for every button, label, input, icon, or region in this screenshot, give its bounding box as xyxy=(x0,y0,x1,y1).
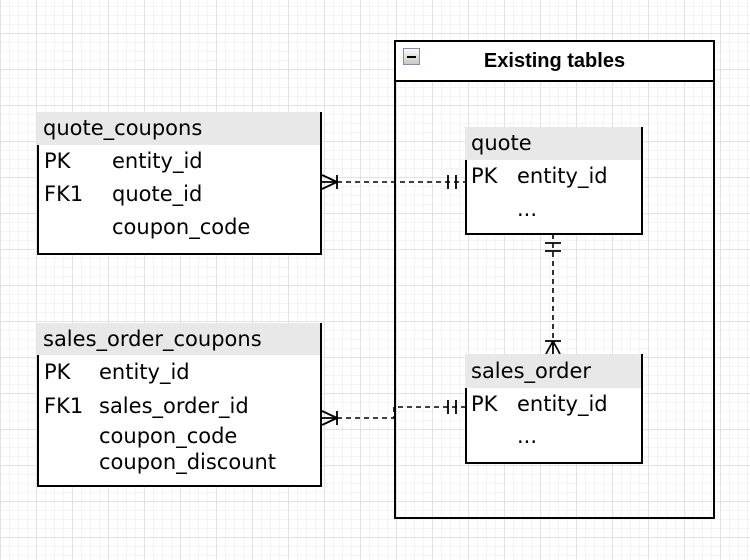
table-row: ... xyxy=(467,421,641,451)
row-key: PK xyxy=(471,392,498,416)
table-body: PK entity_id FK1 sales_order_id coupon_c… xyxy=(37,355,320,485)
table-row: FK1 quote_id xyxy=(39,178,320,211)
row-field: entity_id xyxy=(99,359,190,384)
crows-foot-many-marker xyxy=(545,340,561,355)
exactly-one-tick-marker xyxy=(545,242,561,252)
table-row: PK entity_id xyxy=(467,160,641,193)
row-field: sales_order_id xyxy=(99,393,249,418)
exactly-one-tick-marker xyxy=(447,400,457,414)
crows-foot-many-marker xyxy=(321,174,338,190)
relationship-sales-order-coupons-to-sales-order[interactable] xyxy=(321,400,465,426)
row-field: coupon_discount xyxy=(99,449,277,474)
row-field: coupon_code xyxy=(112,215,251,239)
crows-foot-many-marker xyxy=(321,410,338,426)
table-title: sales_order_coupons xyxy=(37,323,320,355)
row-key: FK1 xyxy=(44,393,84,418)
row-field: entity_id xyxy=(517,392,608,416)
table-row: PK entity_id xyxy=(467,388,641,421)
group-frame-titlebar: Existing tables xyxy=(396,42,713,82)
row-key: PK xyxy=(471,164,498,188)
row-field: ... xyxy=(517,197,538,221)
table-row: FK1 sales_order_id xyxy=(39,389,320,423)
row-key: PK xyxy=(44,359,71,384)
table-row: PK entity_id xyxy=(39,145,320,178)
row-key: FK1 xyxy=(44,182,84,206)
row-field: entity_id xyxy=(112,149,203,173)
table-title: sales_order xyxy=(465,354,641,388)
row-field: entity_id xyxy=(517,164,608,188)
table-body: PK entity_id ... xyxy=(465,388,641,462)
exactly-one-tick-marker xyxy=(447,175,457,189)
relationship-quote-to-sales-order[interactable] xyxy=(545,234,561,355)
table-row: coupon_discount xyxy=(39,449,320,475)
collapse-button[interactable] xyxy=(403,48,420,65)
table-body: PK entity_id ... xyxy=(465,160,641,233)
table-row: PK entity_id xyxy=(39,355,320,389)
entity-table-quote-coupons[interactable]: quote_coupons PK entity_id FK1 quote_id … xyxy=(37,112,322,255)
table-row: coupon_code xyxy=(39,423,320,449)
minus-icon xyxy=(407,55,416,58)
group-frame-existing-tables[interactable]: Existing tables xyxy=(394,40,715,519)
table-body: PK entity_id FK1 quote_id coupon_code xyxy=(37,145,320,253)
table-row: coupon_code xyxy=(39,211,320,244)
group-frame-title: Existing tables xyxy=(483,49,626,72)
entity-table-sales-order[interactable]: sales_order PK entity_id ... xyxy=(465,354,643,464)
entity-table-sales-order-coupons[interactable]: sales_order_coupons PK entity_id FK1 sal… xyxy=(37,323,322,487)
row-field: quote_id xyxy=(112,182,203,206)
table-title: quote xyxy=(465,127,641,160)
table-title: quote_coupons xyxy=(37,112,320,145)
table-row: ... xyxy=(467,193,641,226)
entity-table-quote[interactable]: quote PK entity_id ... xyxy=(465,127,643,235)
row-field: coupon_code xyxy=(99,423,238,448)
row-field: ... xyxy=(517,423,538,448)
relationship-quote-coupons-to-quote[interactable] xyxy=(321,174,465,190)
row-key: PK xyxy=(44,149,71,173)
